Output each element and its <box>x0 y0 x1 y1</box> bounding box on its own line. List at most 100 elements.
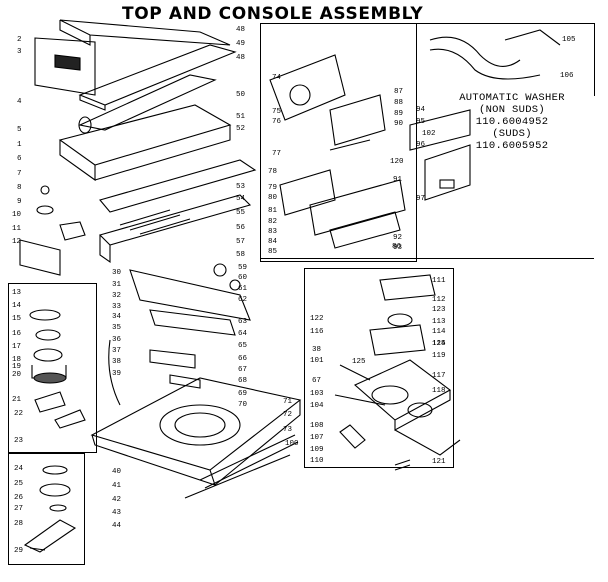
callout-label: 68 <box>238 377 248 385</box>
callout-label: 26 <box>14 494 24 502</box>
center-mechanism <box>108 263 251 406</box>
lower-right-parts-box <box>304 268 454 468</box>
callout-label: 24 <box>14 465 24 473</box>
callout-label: 125 <box>352 358 366 366</box>
callout-label: 31 <box>112 281 122 289</box>
callout-label: 86 <box>392 243 402 251</box>
callout-label: 84 <box>268 238 278 246</box>
callout-label: 50 <box>236 91 246 99</box>
callout-label: 40 <box>112 468 122 476</box>
washer-top <box>90 377 302 499</box>
callout-label: 91 <box>393 176 403 184</box>
callout-label: 66 <box>238 355 248 363</box>
callout-label: 67 <box>238 366 248 374</box>
callout-label: 16 <box>12 330 22 338</box>
callout-label: 115 <box>432 340 446 348</box>
callout-label: 59 <box>238 264 248 272</box>
callout-label: 38 <box>112 358 122 366</box>
callout-label: 58 <box>236 251 246 259</box>
callout-label: 15 <box>12 315 22 323</box>
model-line-3: 110.6004952 <box>475 116 549 128</box>
callout-label: 121 <box>432 458 446 466</box>
callout-label: 105 <box>562 36 576 44</box>
page-title: TOP AND CONSOLE ASSEMBLY <box>122 4 424 24</box>
callout-label: 21 <box>12 396 22 404</box>
callout-label: 51 <box>236 113 246 121</box>
callout-label: 30 <box>112 269 122 277</box>
callout-label: 96 <box>416 141 426 149</box>
model-line-1: AUTOMATIC WASHER <box>459 92 565 104</box>
callout-label: 122 <box>310 315 324 323</box>
callout-label: 97 <box>416 195 426 203</box>
callout-label: 89 <box>394 110 404 118</box>
callout-label: 10 <box>12 211 22 219</box>
callout-label: 56 <box>236 224 246 232</box>
callout-label: 17 <box>12 343 22 351</box>
callout-label: 73 <box>283 426 293 434</box>
callout-label: 54 <box>236 195 246 203</box>
console-parts-box <box>260 23 417 262</box>
callout-label: 48 <box>236 26 246 34</box>
callout-label: 71 <box>283 398 293 406</box>
model-line-2: (NON SUDS) <box>478 104 545 116</box>
callout-label: 103 <box>310 390 324 398</box>
callout-label: 70 <box>238 401 248 409</box>
callout-label: 104 <box>310 402 324 410</box>
callout-label: 76 <box>272 118 282 126</box>
callout-label: 92 <box>393 234 403 242</box>
callout-label: 118 <box>432 387 446 395</box>
console-panel <box>34 19 257 264</box>
callout-label: 12 <box>12 238 22 246</box>
callout-label: 119 <box>432 352 446 360</box>
callout-label: 4 <box>17 98 22 106</box>
callout-label: 61 <box>238 285 248 293</box>
callout-label: 123 <box>432 306 446 314</box>
callout-label: 124 <box>432 340 446 348</box>
callout-label: 34 <box>112 313 122 321</box>
callout-label: 88 <box>394 99 404 107</box>
callout-label: 11 <box>12 225 22 233</box>
callout-label: 78 <box>268 168 278 176</box>
callout-label: 19 <box>12 363 22 371</box>
callout-label: 112 <box>432 296 446 304</box>
lower-right-assembly <box>334 274 461 471</box>
callout-label: 110 <box>310 457 324 465</box>
callout-label: 63 <box>238 318 248 326</box>
timer-parts-box <box>8 283 97 453</box>
model-info: AUTOMATIC WASHER (NON SUDS) 110.6004952 … <box>432 92 592 152</box>
callout-label: 52 <box>236 125 246 133</box>
callout-label: 37 <box>112 347 122 355</box>
callout-label: 106 <box>560 72 574 80</box>
callout-label: 102 <box>422 130 436 138</box>
callout-label: 120 <box>390 158 404 166</box>
callout-label: 43 <box>112 509 122 517</box>
callout-label: 2 <box>17 36 22 44</box>
callout-label: 6 <box>17 155 22 163</box>
wiring-parts-box <box>414 23 595 96</box>
callout-label: 94 <box>416 106 426 114</box>
callout-label: 49 <box>236 40 246 48</box>
callout-label: 38 <box>312 346 322 354</box>
callout-label: 113 <box>432 318 446 326</box>
wiring-harness <box>409 29 561 201</box>
callout-label: 3 <box>17 48 22 56</box>
callout-label: 9 <box>17 198 22 206</box>
console-parts-box-bottom <box>260 258 594 259</box>
callout-label: 114 <box>432 328 446 336</box>
callout-label: 81 <box>268 207 278 215</box>
callout-label: 62 <box>238 296 248 304</box>
callout-label: 36 <box>112 336 122 344</box>
callout-label: 74 <box>272 74 282 82</box>
callout-label: 20 <box>12 371 22 379</box>
callout-label: 77 <box>272 150 282 158</box>
callout-label: 22 <box>14 410 24 418</box>
callout-label: 53 <box>236 183 246 191</box>
callout-label: 28 <box>14 520 24 528</box>
hinge-parts-box <box>8 453 85 565</box>
callout-label: 14 <box>12 302 22 310</box>
callout-label: 48 <box>236 54 246 62</box>
callout-label: 108 <box>310 422 324 430</box>
timer-assembly <box>29 309 86 429</box>
callout-label: 42 <box>112 496 122 504</box>
